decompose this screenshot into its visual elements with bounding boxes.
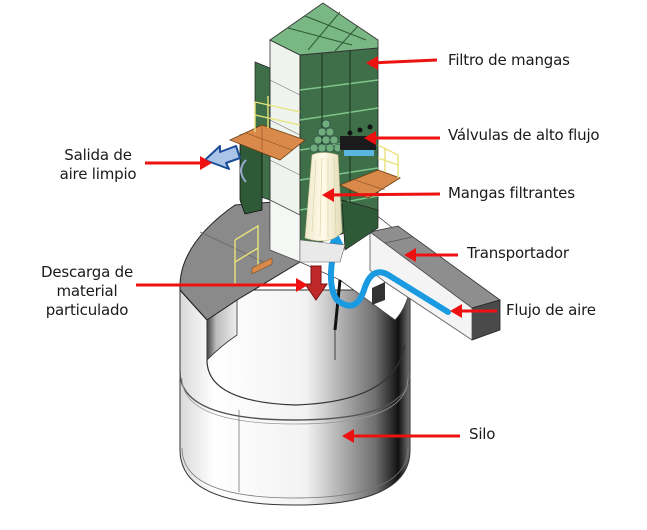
label-silo: Silo (469, 425, 496, 443)
label-flujo-de-aire: Flujo de aire (506, 301, 596, 319)
label-transportador: Transportador (467, 244, 569, 262)
label-salida-line-1: Salida de (64, 146, 132, 164)
label-salida-aire-limpio: Salida de aire limpio (48, 146, 148, 184)
filter-bags (304, 152, 343, 242)
label-mangas-filtrantes: Mangas filtrantes (448, 184, 575, 202)
label-salida-line-2: aire limpio (59, 165, 137, 183)
clean-air-outlet-arrow (204, 145, 241, 170)
label-descarga-line-3: particulado (45, 301, 129, 319)
label-filtro-de-mangas: Filtro de mangas (448, 51, 570, 69)
label-descarga-material: Descarga de material particulado (32, 263, 142, 320)
baghouse-filter (228, 2, 401, 285)
callout-arrows (136, 56, 497, 443)
label-valvulas-alto-flujo: Válvulas de alto flujo (448, 126, 600, 144)
callout-arrow-filtro (369, 58, 438, 65)
callout-arrow-mangas (327, 192, 441, 197)
label-descarga-line-2: material (56, 282, 118, 300)
material-discharge-arrow (304, 265, 328, 301)
label-descarga-line-1: Descarga de (41, 263, 133, 281)
air-flow-arrow (328, 242, 451, 315)
